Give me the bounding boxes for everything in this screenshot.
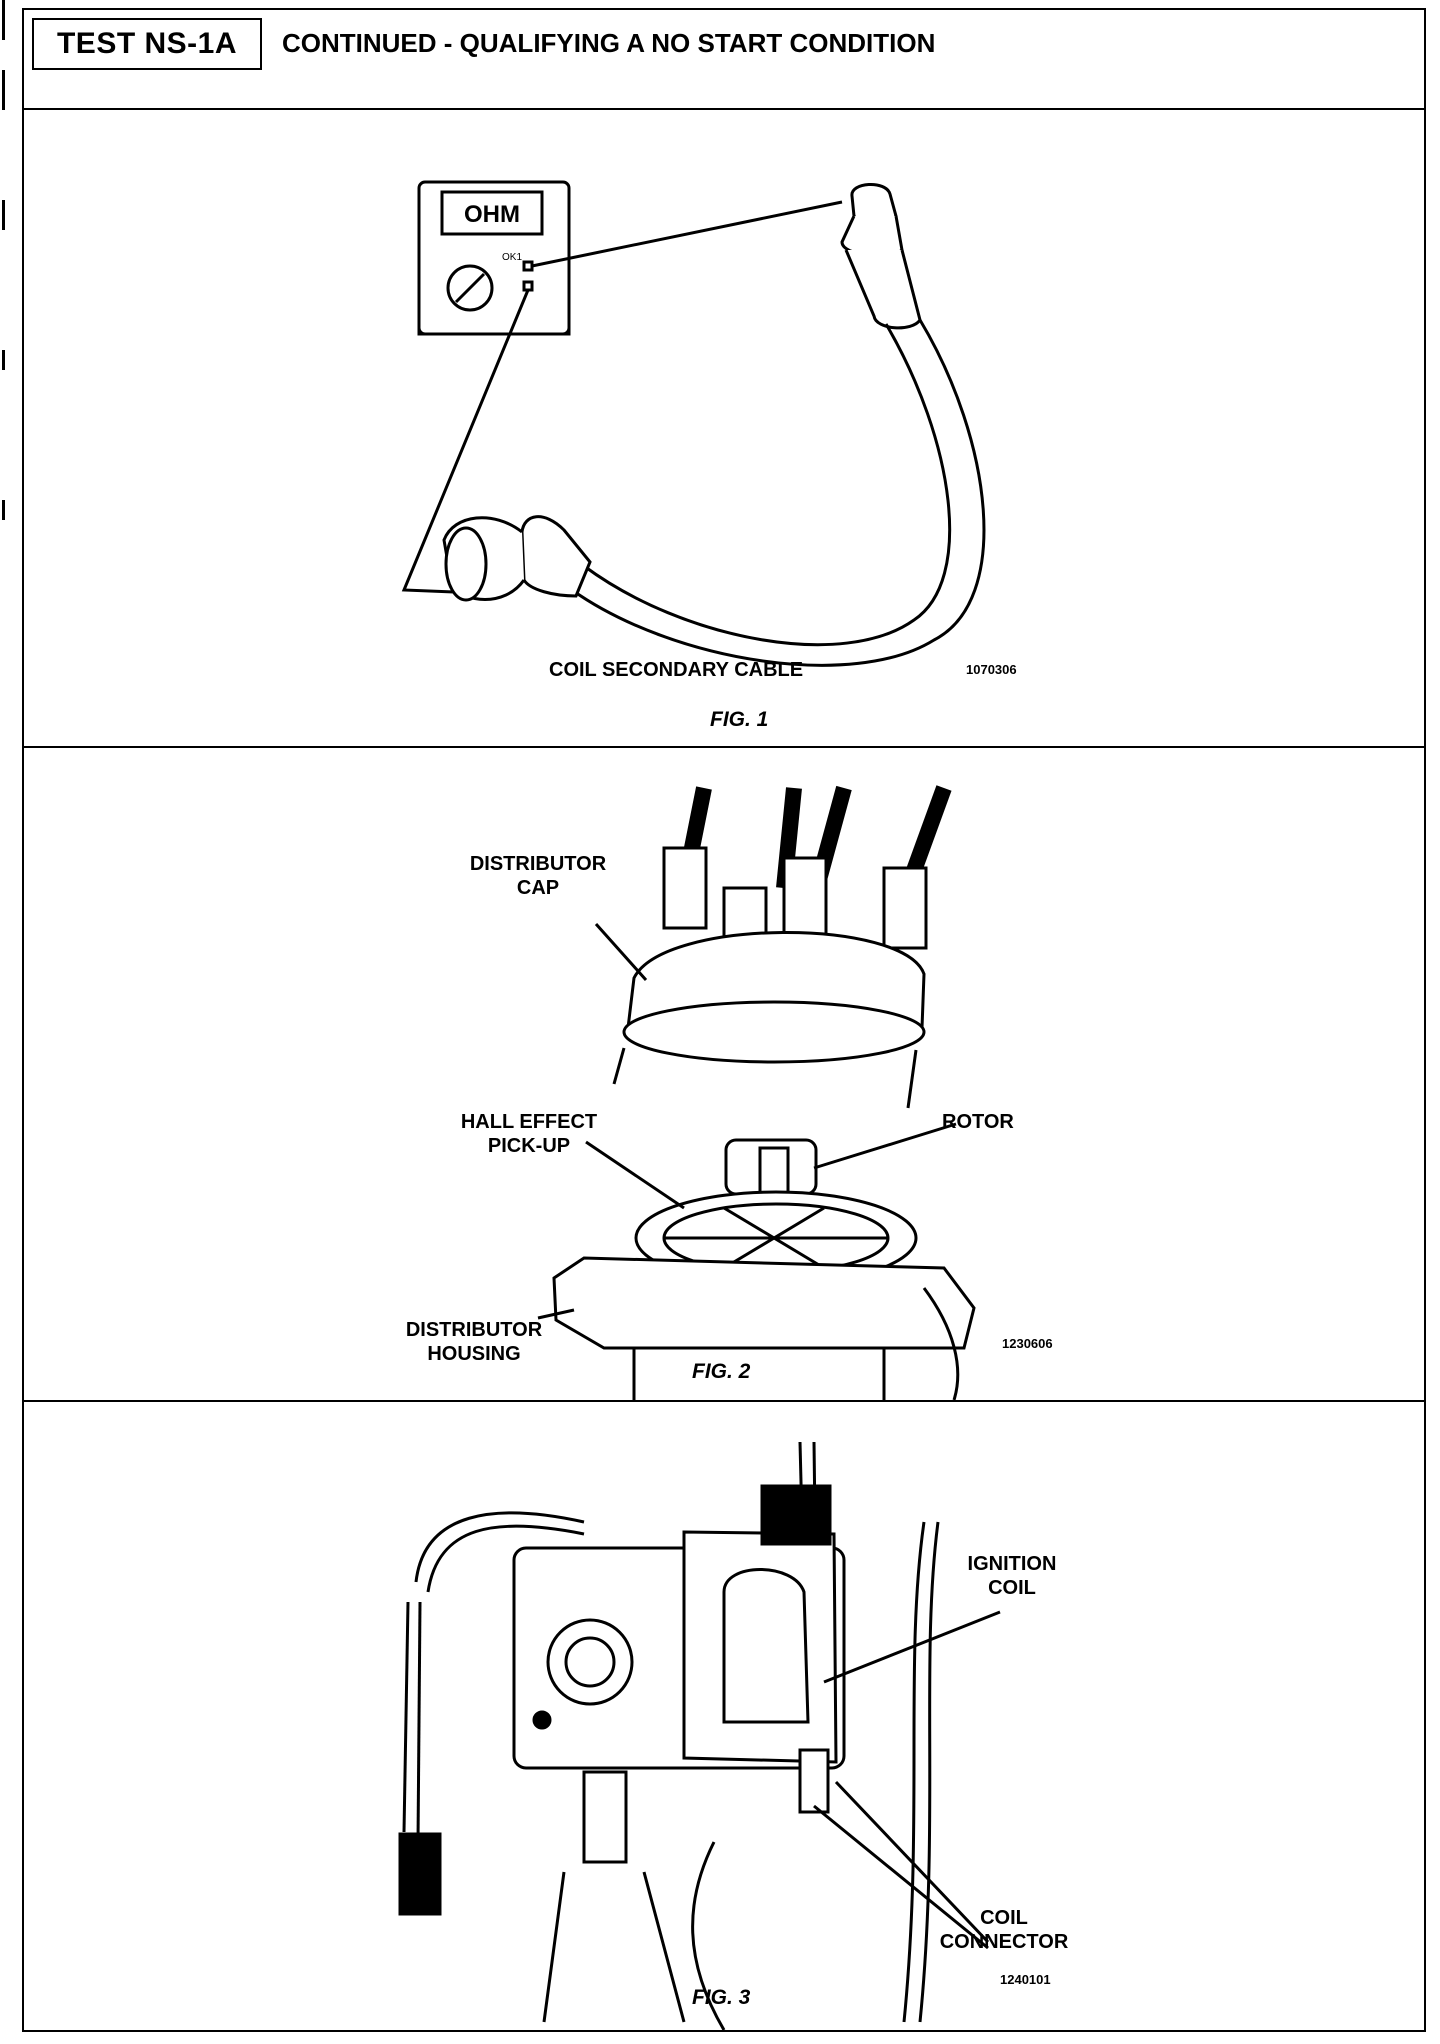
distributor-illustration (537, 785, 976, 1400)
page-header: TEST NS-1A CONTINUED - QUALIFYING A NO S… (24, 10, 1424, 110)
scan-edge-mark (2, 350, 5, 370)
hall-effect-label: HALL EFFECT PICK-UP (449, 1110, 609, 1158)
coil-secondary-cable-illustration: OHM OK1 (401, 180, 986, 667)
scan-edge-mark (2, 500, 5, 520)
rotor-label: ROTOR (942, 1111, 1014, 1133)
meter-dial-text: OK1 (502, 252, 522, 263)
figure-3-code: 1240101 (1000, 1972, 1051, 1987)
distributor-housing-label-line1: DISTRIBUTOR (405, 1319, 543, 1341)
distributor-cap-label: DISTRIBUTOR CAP (448, 852, 628, 900)
hall-effect-label-line2: PICK-UP (487, 1135, 571, 1157)
distributor-housing-label-line2: HOUSING (427, 1343, 521, 1365)
figure-3-panel: IGNITION COIL COIL CONNECTOR 1240101 FIG… (24, 1402, 1424, 2032)
ignition-coil-illustration (398, 1441, 1001, 2030)
scan-edge-mark (2, 200, 5, 230)
page-title: CONTINUED - QUALIFYING A NO START CONDIT… (282, 28, 936, 58)
coil-connector-label: COIL CONNECTOR (924, 1906, 1084, 1954)
coil-connector-label-line1: COIL (980, 1907, 1028, 1929)
distributor-housing-label: DISTRIBUTOR HOUSING (384, 1318, 564, 1366)
coil-secondary-cable-label: COIL SECONDARY CABLE (549, 659, 804, 681)
scan-edge-mark (2, 70, 5, 110)
figure-1-panel: OHM OK1 COIL SECONDARY CABLE 1070306 FIG… (24, 110, 1424, 748)
page-frame: TEST NS-1A CONTINUED - QUALIFYING A NO S… (22, 8, 1426, 2032)
test-label-box: TEST NS-1A (32, 18, 262, 70)
ignition-coil-label: IGNITION COIL (942, 1552, 1082, 1600)
coil-connector-label-line2: CONNECTOR (939, 1931, 1069, 1953)
figure-2-code: 1230606 (1002, 1336, 1053, 1351)
figure-2-caption: FIG. 2 (692, 1360, 751, 1383)
hall-effect-label-line1: HALL EFFECT (460, 1111, 598, 1133)
meter-display-text: OHM (464, 201, 520, 228)
figure-2-panel: DISTRIBUTOR CAP HALL EFFECT PICK-UP ROTO… (24, 748, 1424, 1402)
ignition-coil-label-line2: COIL (988, 1577, 1036, 1599)
ignition-coil-label-line1: IGNITION (967, 1553, 1057, 1575)
figure-3-caption: FIG. 3 (692, 1986, 751, 2009)
scan-edge-mark (2, 0, 5, 40)
test-label: TEST NS-1A (56, 27, 238, 60)
figure-1-code: 1070306 (966, 662, 1017, 677)
distributor-cap-label-line2: CAP (516, 877, 560, 899)
figure-1-caption: FIG. 1 (710, 708, 769, 731)
distributor-cap-label-line1: DISTRIBUTOR (469, 853, 607, 875)
